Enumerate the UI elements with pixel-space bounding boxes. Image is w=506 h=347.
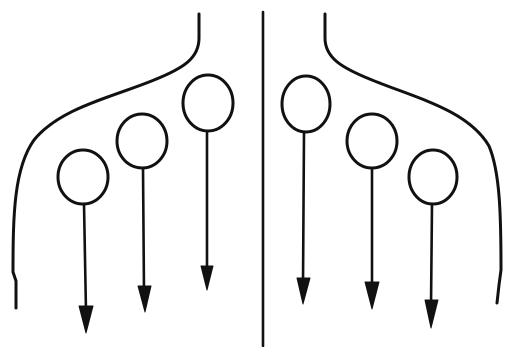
left-ball-3 <box>183 75 233 131</box>
arrow-down-icon <box>297 278 310 304</box>
left-arrow-2 <box>143 168 144 292</box>
right-arrow-3 <box>431 204 432 306</box>
right-ball-2 <box>347 114 397 168</box>
left-wall <box>13 14 199 308</box>
left-arrow-1 <box>84 204 86 312</box>
left-ball-1 <box>58 150 108 204</box>
arrow-down-icon <box>138 286 151 312</box>
arrow-down-icon <box>425 300 438 328</box>
arrow-down-icon <box>201 266 213 290</box>
left-ball-group <box>58 75 233 333</box>
right-ball-3 <box>409 150 457 204</box>
right-arrow-1 <box>303 132 304 284</box>
right-ball-1 <box>282 76 330 132</box>
right-ball-group <box>282 76 457 328</box>
arrow-down-icon <box>79 306 93 333</box>
arrow-down-icon <box>365 282 379 309</box>
left-ball-2 <box>117 114 167 168</box>
